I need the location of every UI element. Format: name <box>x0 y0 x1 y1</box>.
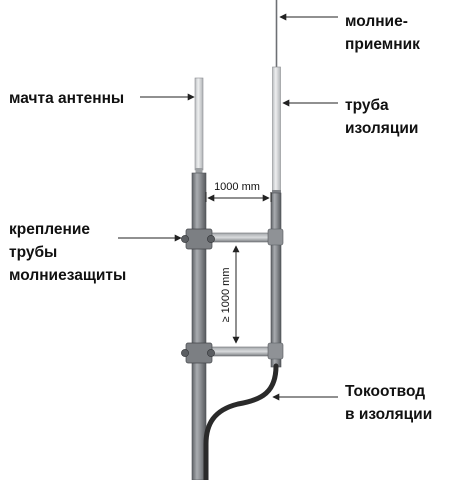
upper-bracket-arm <box>203 232 277 243</box>
vertical-dimension-label: ≥ 1000 mm <box>220 268 232 323</box>
down-conductor-cable <box>203 363 279 480</box>
insulation-tube-lower <box>270 192 282 368</box>
antenna-mast-lower-section <box>191 172 207 480</box>
lower-bracket <box>181 342 284 364</box>
lower-bracket-arm <box>203 346 277 357</box>
upper-clamp-bolt-icon <box>181 235 189 243</box>
insulation-tube-joint <box>272 190 281 194</box>
vertical-dimension: ≥ 1000 mm <box>220 245 240 344</box>
label-lightning-rod: молние- приемник <box>345 13 420 53</box>
lightning-rod-assembly <box>270 0 282 368</box>
horizontal-dimension: 1000 mm <box>205 181 272 202</box>
lower-clamp-bolt-icon <box>207 349 215 357</box>
lower-bracket-collar <box>267 342 284 360</box>
antenna-mast-top-section <box>194 77 204 171</box>
antenna-mast <box>191 77 207 480</box>
horizontal-dimension-label: 1000 mm <box>214 181 260 193</box>
upper-clamp-bolt-icon <box>207 235 215 243</box>
lower-clamp-bolt-icon <box>181 349 189 357</box>
label-antenna-mast: мачта антенны <box>9 90 124 107</box>
antenna-mast-coupling <box>195 168 203 174</box>
upper-bracket-collar <box>267 228 284 246</box>
upper-bracket <box>181 228 284 250</box>
label-insulation-tube: труба изоляции <box>345 97 418 137</box>
label-down-conductor: Токоотвод в изоляции <box>345 383 432 423</box>
insulation-tube-upper <box>272 66 281 193</box>
label-clamp: крепление трубы молниезащиты <box>9 221 126 284</box>
